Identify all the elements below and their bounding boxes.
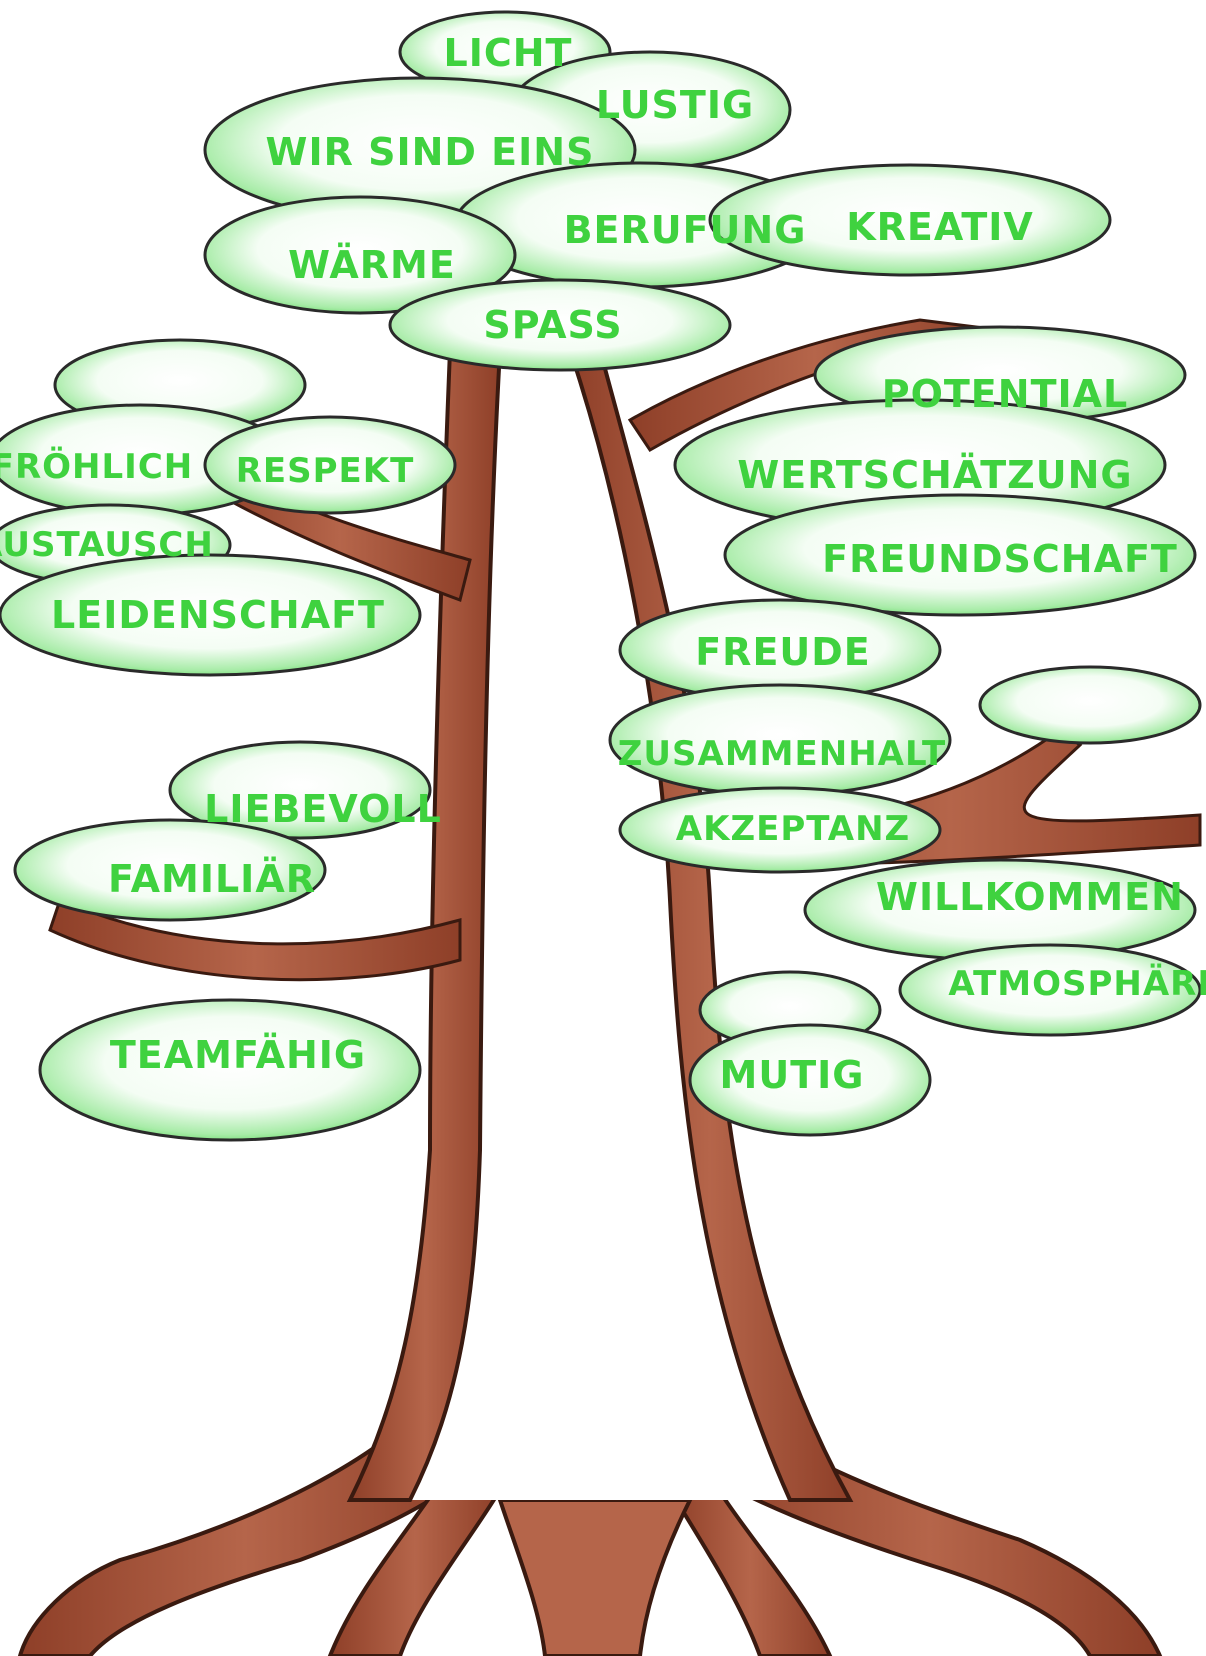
word-freundschaft: FREUNDSCHAFT bbox=[822, 537, 1178, 581]
word-freude: FREUDE bbox=[695, 630, 871, 674]
word-berufung: BERUFUNG bbox=[564, 208, 807, 252]
word-leidenschaft: LEIDENSCHAFT bbox=[51, 593, 385, 637]
word-wir-sind-eins: WIR SIND EINS bbox=[266, 130, 595, 174]
word-spass: SPASS bbox=[483, 303, 622, 347]
word-lustig: LUSTIG bbox=[596, 83, 754, 127]
word-froehlich: FRÖHLICH bbox=[0, 446, 193, 487]
word-willkommen: WILLKOMMEN bbox=[876, 875, 1184, 919]
word-austausch: AUSTAUSCH bbox=[0, 525, 214, 565]
word-zusammenhalt: ZUSAMMENHALT bbox=[618, 734, 946, 774]
word-kreativ: KREATIV bbox=[846, 205, 1034, 249]
word-atmosphaere: ATMOSPHÄRE bbox=[948, 963, 1206, 1004]
leaf-freude-right bbox=[980, 667, 1200, 743]
word-potential: POTENTIAL bbox=[882, 372, 1129, 416]
word-waerme: WÄRME bbox=[288, 243, 456, 287]
word-akzeptanz: AKZEPTANZ bbox=[676, 809, 910, 849]
word-liebevoll: LIEBEVOLL bbox=[204, 787, 442, 831]
word-respekt: RESPEKT bbox=[236, 451, 415, 491]
word-mutig: MUTIG bbox=[720, 1053, 865, 1097]
word-teamfaehig: TEAMFÄHIG bbox=[110, 1033, 366, 1077]
word-licht: LICHT bbox=[444, 31, 573, 75]
root-center bbox=[500, 1500, 690, 1656]
word-wertschaetzung: WERTSCHÄTZUNG bbox=[737, 453, 1132, 497]
word-familiaer: FAMILIÄR bbox=[108, 857, 316, 901]
